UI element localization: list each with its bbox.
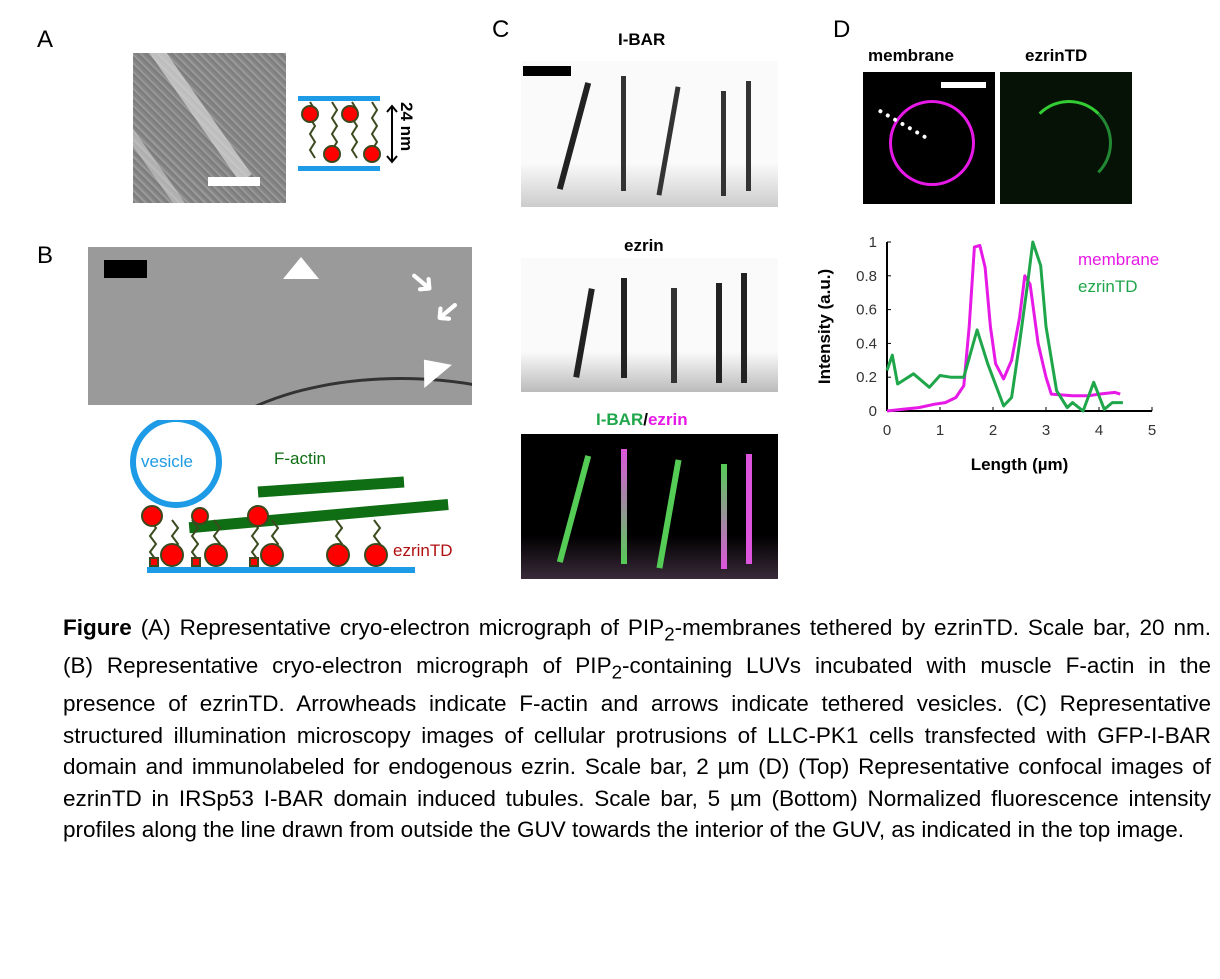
ezrin-title: ezrin	[624, 236, 664, 255]
scale-bar	[523, 66, 571, 76]
cryo-em-image-a	[133, 53, 286, 203]
scale-bar	[208, 177, 260, 186]
arrowhead-icon	[283, 257, 319, 279]
tether-diagram-b	[130, 420, 449, 573]
y-tick-label: 0.4	[856, 335, 877, 352]
legend-ezrintd: ezrinTD	[1078, 277, 1138, 296]
y-tick-label: 1	[869, 234, 877, 251]
x-tick-label: 2	[989, 422, 997, 439]
panel-label-d: D	[833, 16, 851, 43]
ezrintd-image	[1000, 72, 1132, 204]
ezrin-channel-label: ezrin	[647, 410, 688, 429]
scale-bar	[941, 82, 986, 88]
caption-subscript: 2	[664, 623, 675, 645]
panel-label-a: A	[37, 26, 54, 53]
separator: /	[643, 410, 648, 429]
ezrintd-title: ezrinTD	[1025, 46, 1088, 65]
caption-text: -containing LUVs incubated with muscle F…	[63, 653, 1211, 842]
x-tick-label: 5	[1148, 422, 1156, 439]
caption-subscript: 2	[611, 661, 623, 683]
vesicle-label: vesicle	[141, 452, 193, 471]
y-axis-label: Intensity (a.u.)	[815, 269, 834, 384]
y-tick-label: 0	[869, 403, 877, 420]
ibar-image	[521, 61, 778, 207]
x-tick-label: 3	[1042, 422, 1050, 439]
y-tick-label: 0.6	[856, 302, 877, 319]
tether-diagram-a	[298, 96, 398, 171]
ezrin-image	[521, 258, 778, 392]
overlay-image	[521, 434, 778, 579]
panel-label-b: B	[37, 242, 54, 269]
y-tick-label: 0.2	[856, 369, 877, 386]
x-tick-label: 1	[936, 422, 944, 439]
x-tick-label: 4	[1095, 422, 1103, 439]
cryo-em-image-b: ➜ ➜	[88, 247, 472, 405]
overlay-title: I-BAR/ezrin	[596, 410, 688, 430]
ibar-title: I-BAR	[618, 30, 666, 49]
ibar-channel-label: I-BAR	[596, 410, 644, 429]
membrane-title: membrane	[868, 46, 954, 65]
ezrintd-label: ezrinTD	[393, 541, 453, 560]
legend-membrane: membrane	[1078, 250, 1159, 269]
caption-text: -membranes tethered by ezrinTD. Scale ba…	[63, 615, 1211, 678]
series-line-ezrintd	[885, 240, 1123, 413]
caption-label: Figure	[63, 615, 132, 640]
arrow-icon: ➜	[424, 288, 471, 336]
series-line-membrane	[886, 243, 1121, 413]
scale-bar	[104, 260, 147, 278]
f-actin-label: F-actin	[274, 449, 326, 468]
panel-label-c: C	[492, 16, 510, 43]
dimension-label: 24 nm	[397, 102, 416, 152]
caption-text: (A) Representative cryo-electron microgr…	[140, 615, 665, 640]
membrane-image	[863, 72, 995, 204]
x-tick-label: 0	[883, 422, 891, 439]
figure-caption: Figure (A) Representative cryo-electron …	[63, 612, 1211, 846]
x-axis-label: Length (µm)	[971, 455, 1069, 474]
y-tick-label: 0.8	[856, 268, 877, 285]
